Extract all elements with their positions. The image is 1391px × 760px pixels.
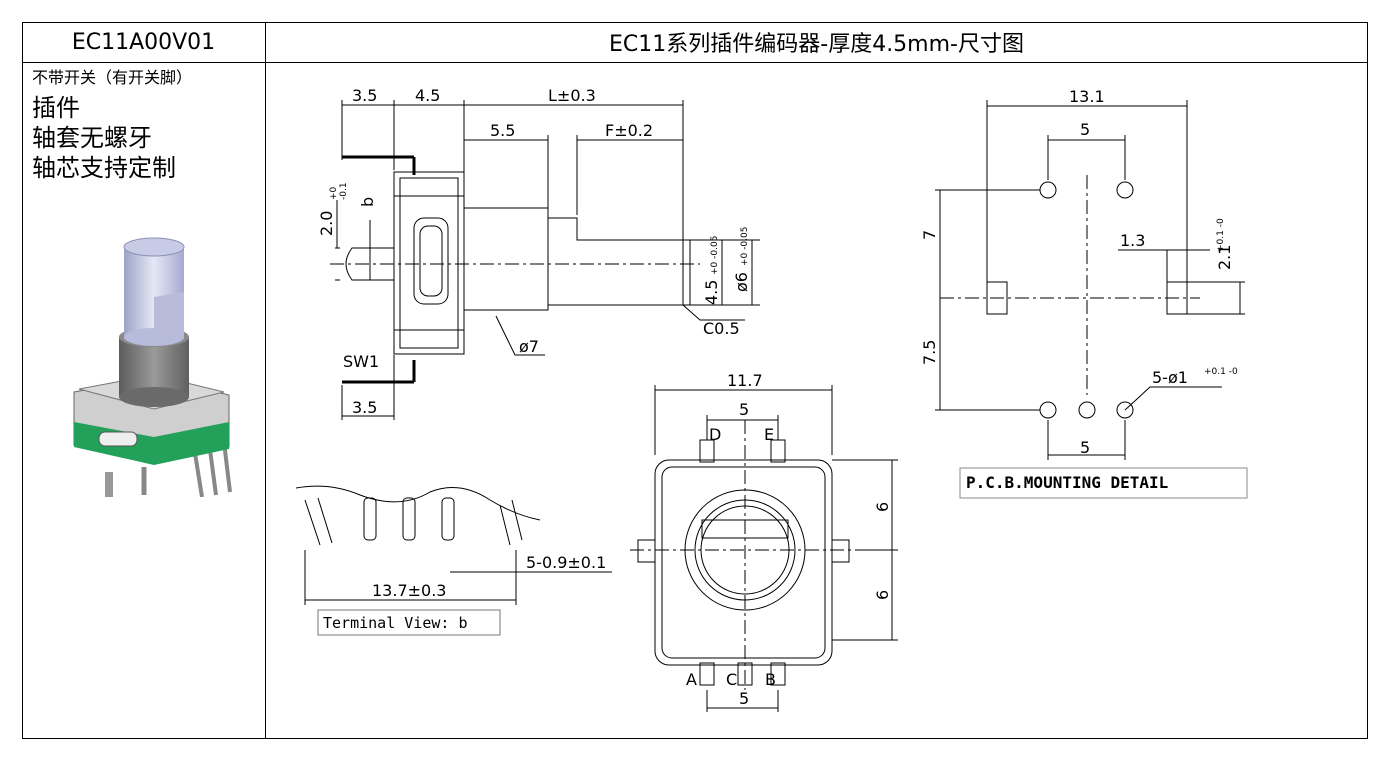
dim-1-3: 1.3 (1120, 231, 1145, 250)
pcb-view (935, 100, 1248, 499)
dim-4-5-shaft-tol: +0 -0.05 (710, 236, 720, 275)
dim-5-top: 5 (1080, 120, 1090, 139)
dimension-drawing: 3.5 4.5 L±0.3 5.5 F±0.2 2.0 +0 -0.1 b 4.… (295, 86, 1248, 712)
dim-half-upper: 6 (873, 502, 892, 512)
dim-holes-tol: +0.1 -0 (1204, 367, 1238, 377)
encoder-product-image (73, 237, 232, 497)
pin-label-d: D (709, 425, 721, 444)
view-label-b: b (358, 197, 377, 207)
pin-label-a: A (686, 670, 697, 689)
drawing-title: EC11系列插件编码器-厚度4.5mm-尺寸图 (265, 22, 1368, 63)
pin-label-c: C (726, 670, 737, 689)
dim-11-7: 11.7 (727, 371, 763, 390)
model-number: EC11A00V01 (22, 22, 266, 63)
dim-f: F±0.2 (605, 121, 653, 140)
dim-2-0-tol-up: +0 (329, 186, 339, 200)
drawing-title-text: EC11系列插件编码器-厚度4.5mm-尺寸图 (609, 32, 1024, 57)
pcb-caption: P.C.B.MOUNTING DETAIL (966, 473, 1168, 492)
dim-c0-5: C0.5 (703, 319, 740, 338)
dim-bottom-pitch: 5 (739, 689, 749, 708)
dim-7-5: 7.5 (920, 340, 939, 365)
dim-5-5: 5.5 (490, 121, 515, 140)
dim-2-0: 2.0 (317, 211, 336, 236)
pin-label-e: E (764, 425, 774, 444)
dim-13-1: 13.1 (1069, 87, 1105, 106)
dim-4-5-shaft: 4.5 (702, 280, 721, 305)
dim-d7: ø7 (519, 337, 539, 356)
side-view (330, 100, 760, 420)
dim-2-0-tol-dn: -0.1 (339, 182, 349, 200)
dim-7: 7 (920, 230, 939, 240)
dim-2-1-tol: +0.1 -0 (1216, 218, 1226, 252)
switch-note: 不带开关（有开关脚） (32, 68, 193, 87)
dim-d6: ø6 (732, 272, 751, 292)
top-view (630, 385, 898, 712)
feature-no-thread: 轴套无螺牙 (32, 124, 152, 152)
model-number-text: EC11A00V01 (71, 29, 216, 55)
dim-3-5-top: 3.5 (352, 86, 377, 105)
feature-custom-shaft: 轴芯支持定制 (32, 154, 176, 182)
dim-holes: 5-ø1 (1152, 368, 1188, 387)
dim-l: L±0.3 (548, 86, 596, 105)
dim-4-5-top: 4.5 (415, 86, 440, 105)
dim-half-lower: 6 (873, 590, 892, 600)
dim-2-1: 2.1 (1215, 245, 1234, 270)
terminal-view-caption: Terminal View: b (323, 614, 468, 632)
switch-label-sw1: SW1 (343, 352, 379, 371)
left-panel: 不带开关（有开关脚） 插件 轴套无螺牙 轴芯支持定制 (22, 62, 266, 739)
feature-through-hole: 插件 (32, 94, 80, 122)
pin-label-b: B (765, 670, 776, 689)
dim-width: 13.7±0.3 (372, 581, 446, 600)
dim-5-bottom: 5 (1080, 438, 1090, 457)
dim-d6-tol: +0 -0.05 (740, 227, 750, 266)
dim-3-5-bottom: 3.5 (352, 398, 377, 417)
dim-pitch: 5-0.9±0.1 (526, 553, 606, 572)
dim-top-pitch: 5 (739, 400, 749, 419)
terminal-view (295, 485, 612, 636)
drawing-frame (22, 22, 1368, 739)
